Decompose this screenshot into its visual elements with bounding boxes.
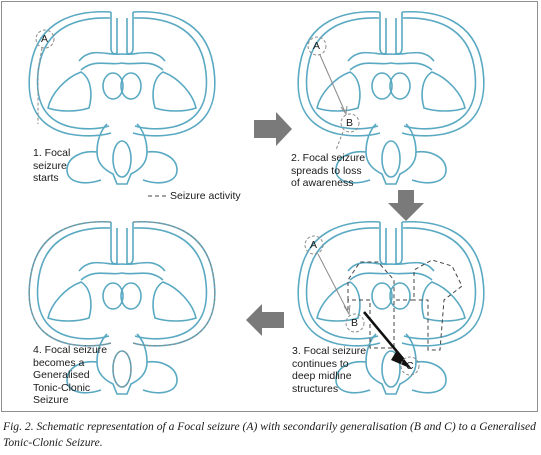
generalised-seizure-panel-4 <box>28 221 216 388</box>
flow-arrow-down <box>388 190 424 221</box>
panel-3-label-line: 3. Focal seizure <box>292 345 367 357</box>
panel-4-label-line: Seizure <box>33 394 69 406</box>
panel-1-label-line: starts <box>33 172 59 184</box>
marker-a-panel-1: A <box>41 33 49 45</box>
seizure-spread-panel-2 <box>307 36 360 151</box>
panel-4-label-line: 4. Focal seizure <box>33 344 108 356</box>
marker-b-panel-3: B <box>351 317 359 329</box>
marker-b-panel-2: B <box>346 117 354 129</box>
panel-4-label-line: Generalised <box>33 369 90 381</box>
marker-a-panel-3: A <box>310 239 318 251</box>
panel-1-label-line: 1. Focal <box>33 147 71 159</box>
figure-illustration <box>28 10 485 395</box>
panel-3-label-line: structures <box>292 382 339 395</box>
panel-3-label-line: deep midline <box>292 370 352 382</box>
panel-4-label: 4. Focal seizure becomes a Generalised T… <box>33 344 107 407</box>
flow-arrow-left <box>246 304 284 336</box>
panel-2-label-line: of awareness <box>291 177 354 189</box>
marker-c-panel-3: C <box>406 360 414 372</box>
panel-4-label-line: becomes a <box>33 356 85 369</box>
panel-3-label-line: continues to <box>292 357 349 370</box>
panel-3-label: 3. Focal seizure continues to deep midli… <box>292 345 366 395</box>
panel-2-label-line: 2. Focal seizure <box>291 152 366 164</box>
flow-arrow-right <box>254 112 292 146</box>
marker-a-panel-2: A <box>313 40 321 52</box>
panel-1-label-line: seizure <box>33 159 67 172</box>
panel-4-label-line: Tonic-Clonic <box>33 381 91 394</box>
seizure-midline-panel-3 <box>304 235 463 376</box>
seizure-focus-panel-1 <box>35 29 55 124</box>
panel-2-label-line: spreads to loss <box>291 164 362 177</box>
panel-1-label: 1. Focal seizure starts <box>33 147 70 185</box>
panel-2-label: 2. Focal seizure spreads to loss of awar… <box>291 152 365 190</box>
figure-caption: Fig. 2. Schematic representation of a Fo… <box>3 420 536 449</box>
legend-label: Seizure activity <box>170 190 241 202</box>
